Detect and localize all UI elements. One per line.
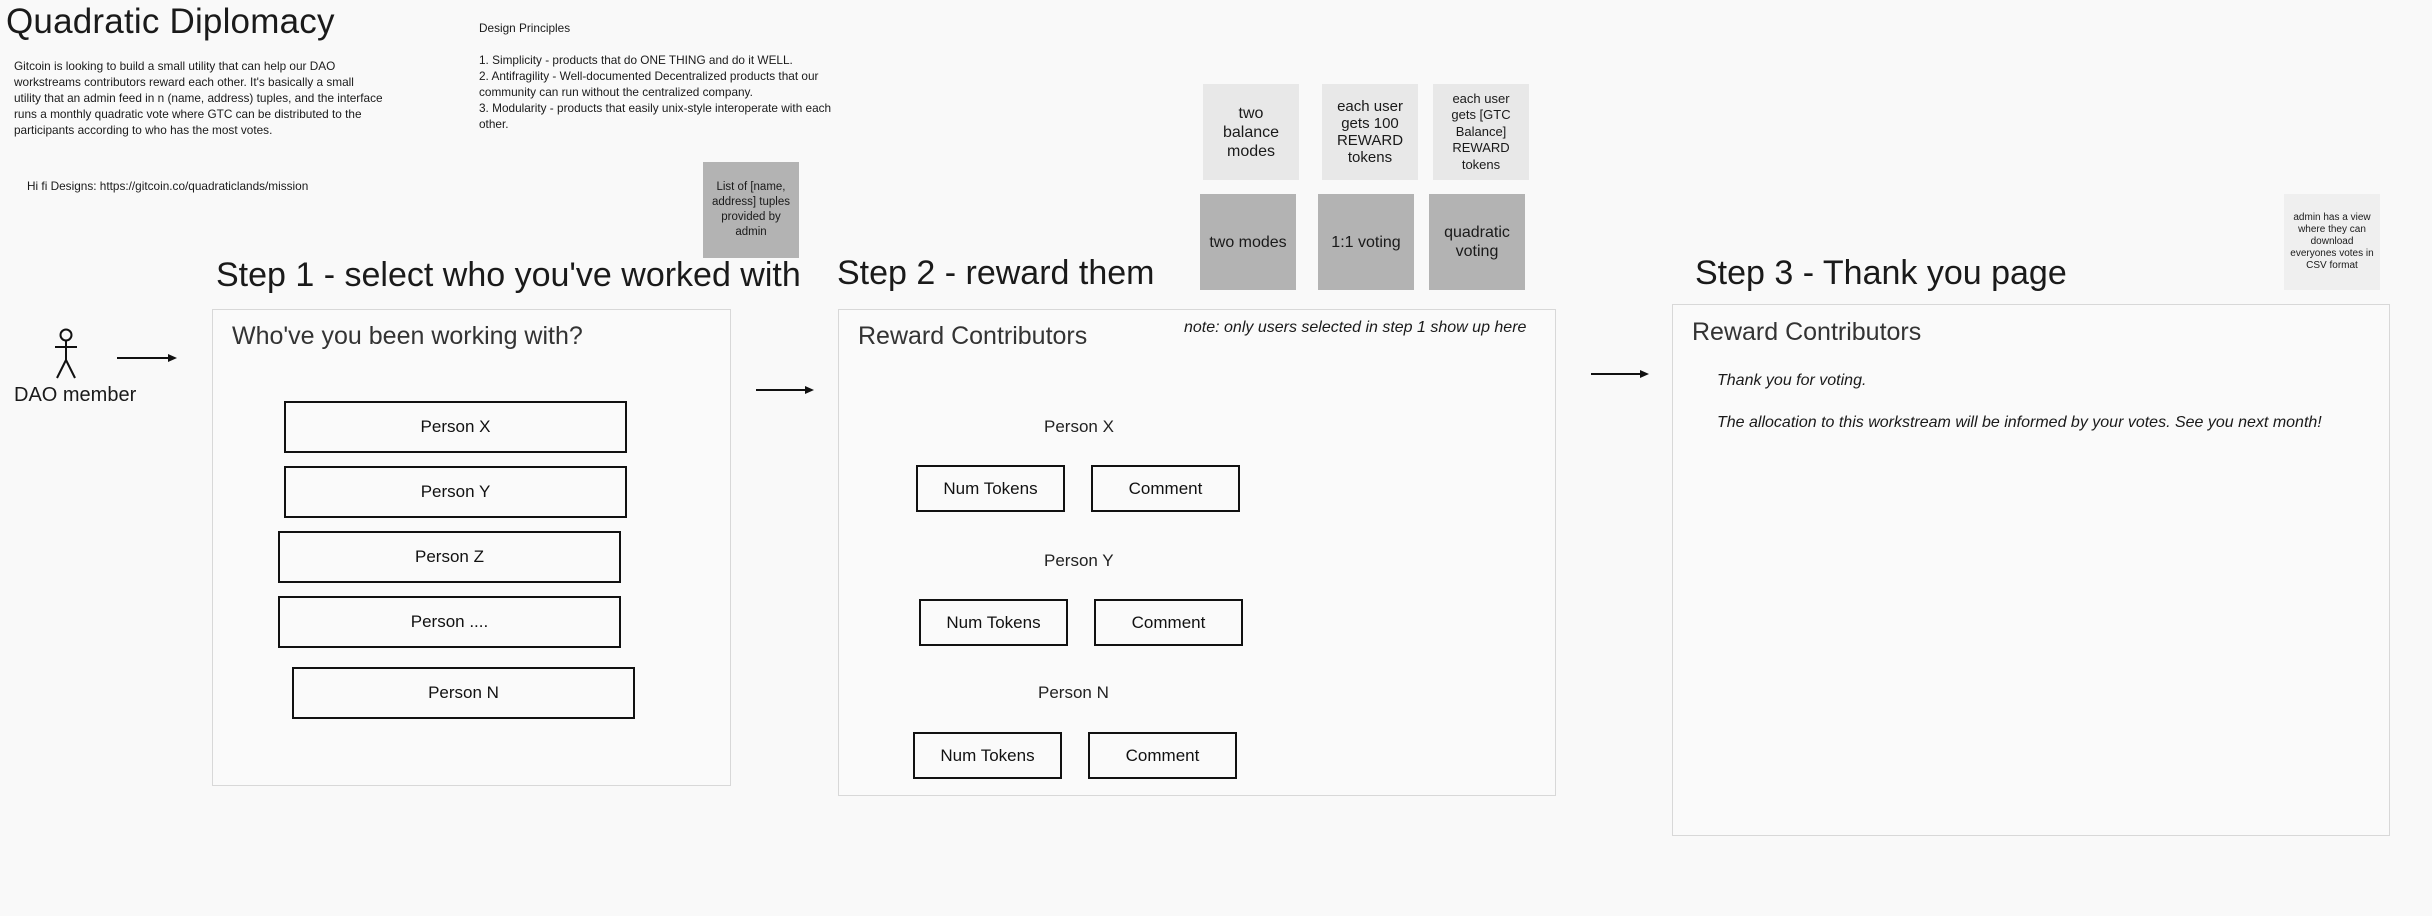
comment-input[interactable]: Comment [1088, 732, 1237, 779]
reward-person-label: Person X [1044, 417, 1114, 436]
thank-you-text: Thank you for voting. [1717, 372, 1867, 389]
step2-panel-title: Reward Contributors [858, 322, 1088, 350]
num-tokens-input[interactable]: Num Tokens [916, 465, 1065, 512]
sticky-admin-list: List of [name, address] tuples provided … [703, 162, 799, 258]
sticky-two-modes: two modes [1200, 194, 1296, 290]
reward-person-label: Person Y [1044, 551, 1114, 570]
arrow-icon [117, 354, 177, 362]
step1-title: Step 1 - select who you've worked with [216, 256, 801, 294]
arrow-icon [1591, 370, 1649, 378]
arrow-icon [756, 386, 814, 394]
sticky-two-balance-modes: two balance modes [1203, 84, 1299, 180]
sticky-admin-view: admin has a view where they can download… [2284, 194, 2380, 290]
step2-title: Step 2 - reward them [837, 254, 1155, 292]
num-tokens-input[interactable]: Num Tokens [919, 599, 1068, 646]
person-option-n[interactable]: Person N [292, 667, 635, 719]
person-option-z[interactable]: Person Z [278, 531, 621, 583]
sticky-one-to-one-voting: 1:1 voting [1318, 194, 1414, 290]
step3-panel-title: Reward Contributors [1692, 318, 1922, 346]
intro-text: Gitcoin is looking to build a small util… [14, 59, 383, 137]
reward-person-label: Person N [1038, 683, 1109, 702]
sticky-each-user-gtc: each user gets [GTC Balance] REWARD toke… [1433, 84, 1529, 180]
person-option-x[interactable]: Person X [284, 401, 627, 453]
person-option-ellipsis[interactable]: Person .... [278, 596, 621, 648]
sticky-quadratic-voting: quadratic voting [1429, 194, 1525, 290]
step3-title: Step 3 - Thank you page [1695, 254, 2067, 292]
person-option-y[interactable]: Person Y [284, 466, 627, 518]
step3-panel [1672, 304, 2390, 836]
design-principles-heading: Design Principles [479, 21, 571, 35]
principle-item: 1. Simplicity - products that do ONE THI… [479, 53, 793, 67]
comment-input[interactable]: Comment [1094, 599, 1243, 646]
hifi-designs-link[interactable]: Hi fi Designs: https://gitcoin.co/quadra… [27, 179, 309, 193]
actor-label: DAO member [14, 384, 137, 406]
principle-item: 3. Modularity - products that easily uni… [479, 101, 832, 131]
comment-input[interactable]: Comment [1091, 465, 1240, 512]
allocation-text: The allocation to this workstream will b… [1717, 414, 2322, 431]
step2-note: note: only users selected in step 1 show… [1184, 319, 1527, 336]
design-principles: Design Principles 1. Simplicity - produc… [479, 20, 849, 132]
sticky-each-user-100: each user gets 100 REWARD tokens [1322, 84, 1418, 180]
page-title: Quadratic Diplomacy [6, 2, 335, 41]
num-tokens-input[interactable]: Num Tokens [913, 732, 1062, 779]
step1-panel-title: Who've you been working with? [232, 322, 583, 350]
stick-figure-icon [55, 328, 77, 379]
principle-item: 2. Antifragility - Well-documented Decen… [479, 69, 819, 99]
step2-panel [838, 309, 1556, 796]
